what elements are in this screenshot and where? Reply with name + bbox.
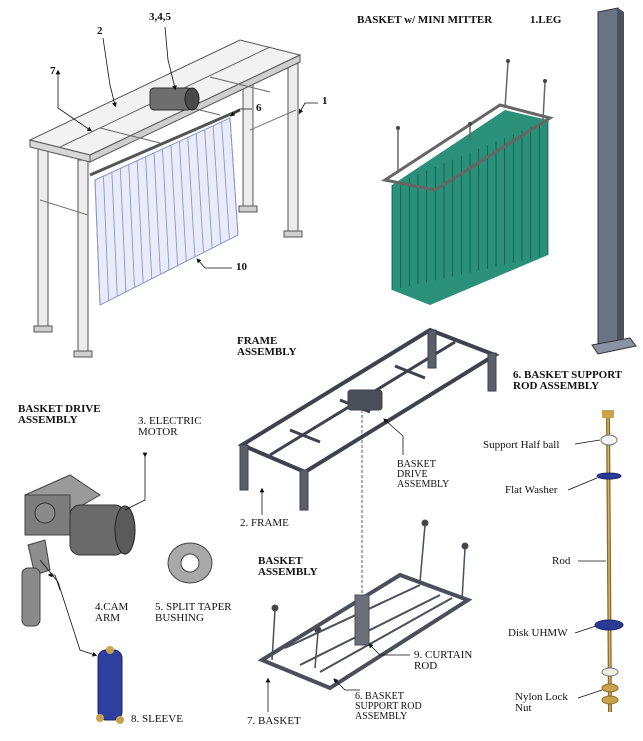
- leg-back-right: [287, 59, 299, 236]
- callout-6: 6: [256, 102, 262, 114]
- leg-back-mid: [242, 79, 254, 211]
- label-sleeve: 8. SLEEVE: [131, 713, 183, 725]
- heading-basket-drive-assembly: BASKET DRIVE ASSEMBLY: [18, 403, 101, 426]
- drive-callouts: [39, 452, 148, 657]
- callout-3-4-5: 3,4,5: [149, 11, 171, 23]
- frame-callouts: [259, 418, 404, 515]
- heading-basket-support-rod-assembly: 6. BASKET SUPPORT ROD ASSEMBLY: [513, 369, 623, 392]
- label-disk-uhmw: Disk UHMW: [508, 627, 568, 639]
- label-support-half-ball: Support Half ball: [483, 439, 560, 451]
- frame-motor: [347, 389, 383, 411]
- sleeve-part: [97, 649, 123, 721]
- basket-assembly: [257, 519, 473, 691]
- callout-7: 7: [50, 65, 56, 77]
- callout-2: 2: [97, 25, 103, 37]
- basket-callouts: [265, 643, 410, 712]
- leg-front-mid: [77, 159, 89, 356]
- label-split-taper-bushing: 5. SPLIT TAPER BUSHING: [155, 601, 232, 624]
- label-basket: 7. BASKET: [247, 715, 301, 727]
- support-rod: [594, 410, 624, 713]
- label-cam-arm: 4.CAM ARM: [95, 601, 129, 624]
- heading-frame-assembly: FRAME ASSEMBLY: [237, 335, 297, 358]
- callout-10: 10: [236, 261, 247, 273]
- main-assembly-callouts: [55, 26, 318, 269]
- label-basket-support-rod: 6. BASKET SUPPORT ROD ASSEMBLY: [355, 691, 422, 722]
- label-basket-drive-assembly: BASKET DRIVE ASSEMBLY: [397, 459, 450, 490]
- heading-leg: 1.LEG: [530, 14, 562, 26]
- blue-curtain: [89, 108, 241, 306]
- heading-basket-assembly: BASKET ASSEMBLY: [258, 555, 318, 578]
- leg-part: [591, 7, 637, 355]
- green-basket: [381, 59, 554, 305]
- label-nylon-lock-nut: Nylon Lock Nut: [515, 691, 568, 714]
- label-flat-washer: Flat Washer: [505, 484, 558, 496]
- main-assembly: [28, 39, 303, 358]
- heading-basket-mini-mitter: BASKET w/ MINI MITTER: [357, 14, 493, 26]
- frame-assembly: [237, 327, 500, 632]
- label-electric-motor: 3. ELECTRIC MOTOR: [138, 415, 202, 438]
- drive-parts: [21, 474, 213, 724]
- leg-front-left: [37, 144, 49, 331]
- callout-1: 1: [322, 95, 328, 107]
- label-rod: Rod: [552, 555, 571, 567]
- label-curtain-rod: 9. CURTAIN ROD: [414, 649, 473, 672]
- label-frame: 2. FRAME: [240, 517, 289, 529]
- rod-callouts: [567, 439, 606, 699]
